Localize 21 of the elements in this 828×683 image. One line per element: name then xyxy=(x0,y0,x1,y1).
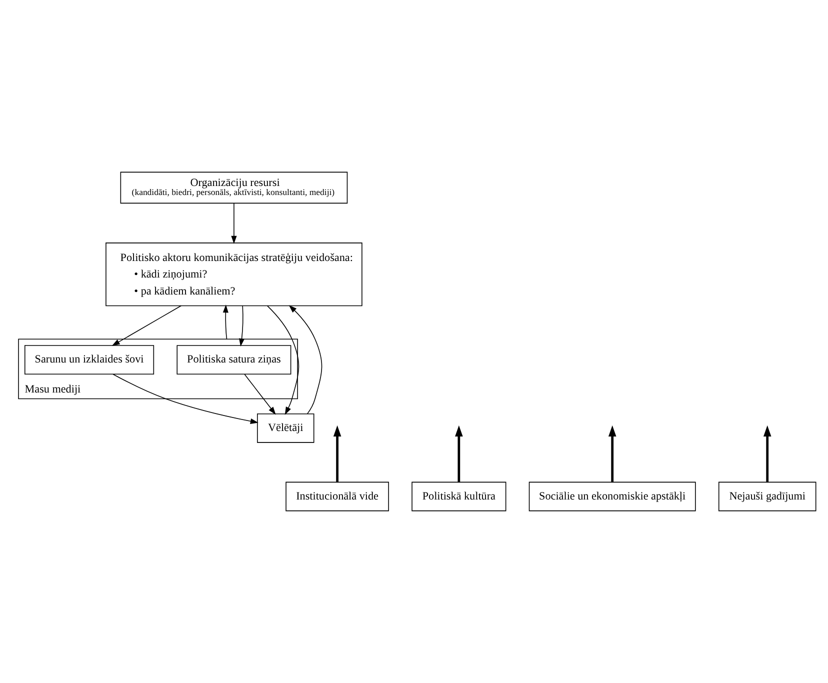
arrow xyxy=(333,425,342,482)
arrow xyxy=(112,374,258,424)
arrow xyxy=(267,306,300,415)
node-box: Sociālie un ekonomiskie apstākļi xyxy=(528,482,696,512)
node-box: Politiskā kultūra xyxy=(412,482,506,512)
arrow xyxy=(455,425,463,482)
node-box: Sarunu un izklaides šovi xyxy=(24,345,154,374)
node-box: Politiska satura ziņas xyxy=(176,345,292,374)
node-box: Politisko aktoru komunikācijas stratēģiju veidošana: • kādi ziņojumi? • pa kādiem kanāliem? xyxy=(106,242,362,306)
node-box: Organizāciju resursi (kandidāti, biedri, personāls, aktīvisti, konsultanti, mediji) xyxy=(120,172,348,204)
arrow xyxy=(222,304,228,340)
node-box: Nejauši gadījumi xyxy=(718,482,816,512)
arrow xyxy=(239,305,244,347)
arrow xyxy=(763,425,772,482)
node-box: Institucionālā vide xyxy=(286,482,389,512)
arrow xyxy=(608,425,616,482)
node-box: Vēlētāji xyxy=(257,413,314,443)
arrow xyxy=(112,305,182,346)
arrow xyxy=(244,374,276,415)
arrow xyxy=(288,305,322,414)
arrow xyxy=(231,202,237,244)
